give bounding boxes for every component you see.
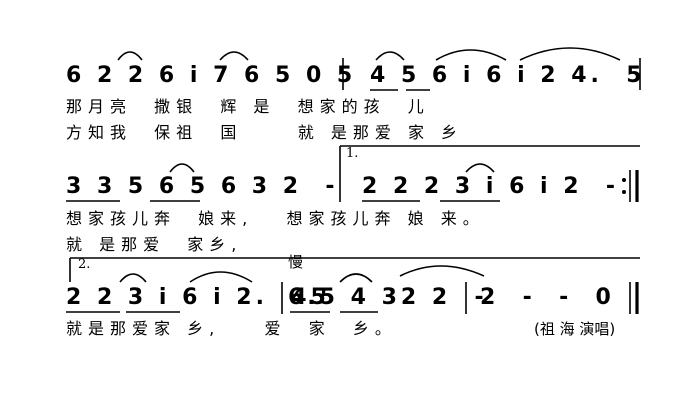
row1-lyric-line2: 方知我 保祖 国 就 是那爱 家 乡 xyxy=(66,123,464,142)
row2-lyric-line1: 想家孩儿奔 娘来, 想家孩儿奔 娘 来。 xyxy=(66,209,485,228)
row1-measure1-notes: 6 2 2 6 i 7 6 5 0 5 xyxy=(66,63,357,88)
volta2-label: 2. xyxy=(78,257,91,272)
slur xyxy=(119,273,147,283)
row3-measure1-notes: 2 2 3 i 6 i 2. 45 xyxy=(66,285,330,310)
slur xyxy=(189,271,253,283)
slur xyxy=(117,51,143,61)
slur xyxy=(169,163,195,173)
row3-measure2-notes: 6.5 4 32 2 - xyxy=(288,285,488,310)
row1-measure2-notes: 4 5 6 i 6 i 2 4. 5 xyxy=(370,63,646,88)
volta1-label: 1. xyxy=(346,146,359,161)
row3-lyric-line1: 就是那爱家 乡, 爱 家 乡。 xyxy=(66,319,397,338)
row1-lyric-line1: 那月亮 撒银 辉 是 想家的孩 儿 xyxy=(66,97,430,116)
slur xyxy=(519,47,621,61)
row2-measure2-notes: 2 2 2 3 i 6 i 2 - xyxy=(362,174,619,199)
slur xyxy=(375,51,405,61)
slur xyxy=(399,265,485,277)
slur xyxy=(435,49,507,61)
slur xyxy=(339,273,373,283)
repeat-dot xyxy=(622,190,626,194)
row2-lyric-line2: 就 是那爱 家乡, xyxy=(66,235,243,254)
slur xyxy=(219,51,249,61)
repeat-dot xyxy=(622,178,626,182)
slur xyxy=(465,163,495,173)
performer-credit: (祖 海 演唱) xyxy=(534,320,616,338)
row2-measure1-notes: 3 3 5 6 5 6 3 2 - xyxy=(66,174,339,199)
row3-measure3-notes: 2 - - 0 xyxy=(480,285,615,310)
